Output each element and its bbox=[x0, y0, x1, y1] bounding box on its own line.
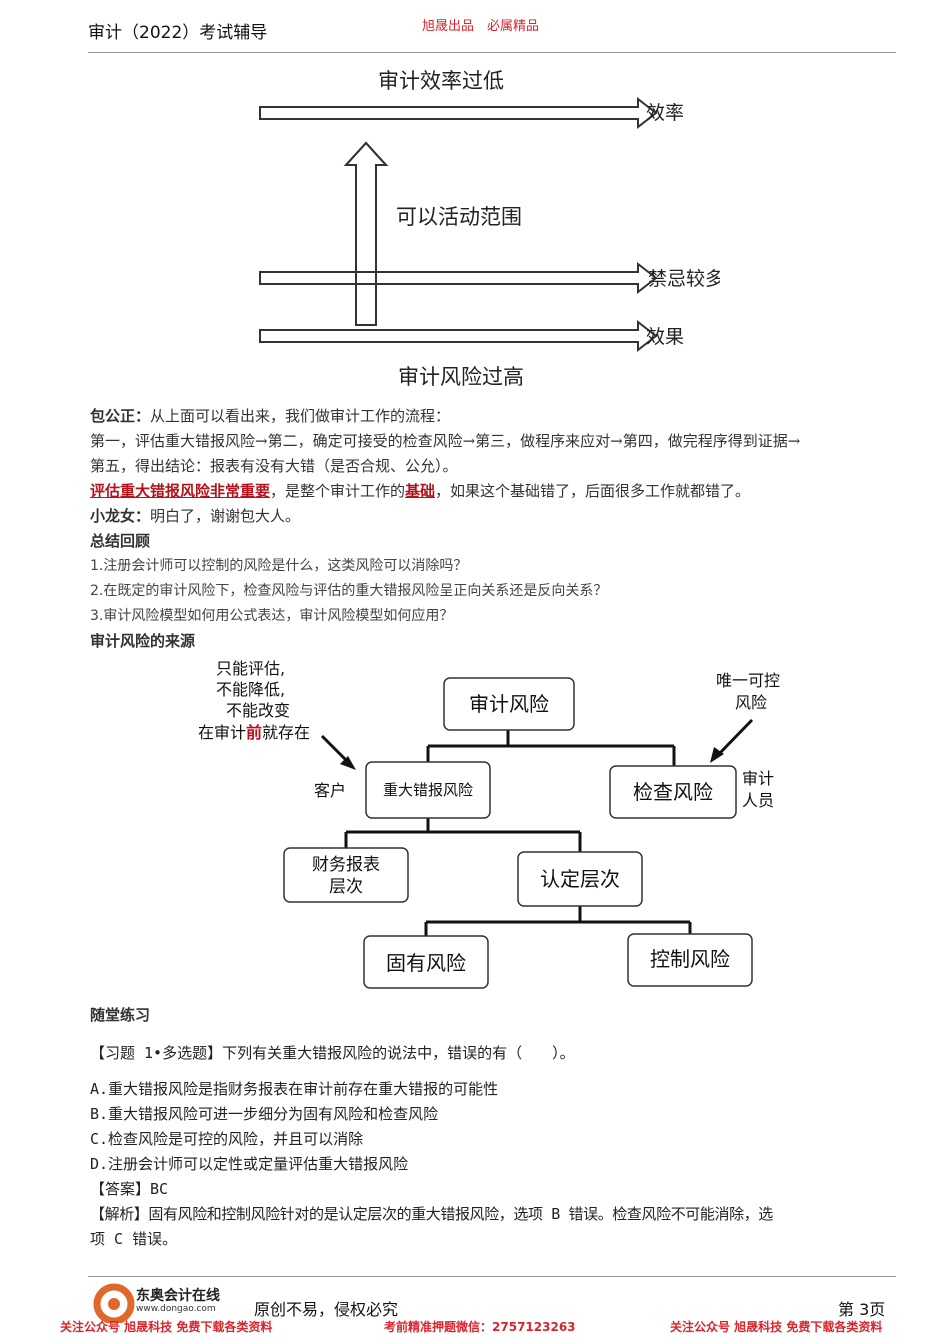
rmm-note-line-2: 不能降低, bbox=[216, 680, 285, 699]
audit-risk-box bbox=[443, 677, 575, 731]
audit-risk-label: 审计风险 bbox=[469, 692, 549, 716]
rmm-box bbox=[365, 761, 491, 819]
efficiency-arrow-label: 效率 bbox=[646, 102, 684, 124]
audit-risk-tree-diagram: 只能评估, 不能降低, 不能改变 在审计前就存在 唯一可控 风险 客户 审计 人… bbox=[198, 659, 780, 989]
summary-question-2: 2.在既定的审计风险下，检查风险与评估的重大错报风险呈正向关系还是反向关系？ bbox=[90, 583, 608, 599]
top-label: 审计效率过低 bbox=[378, 69, 504, 93]
rmm-label: 重大错报风险 bbox=[383, 781, 473, 799]
dongao-logo: 东奥会计在线 www.dongao.com bbox=[92, 1283, 242, 1323]
header-brand: 旭晟出品 必属精品 bbox=[422, 19, 540, 34]
promo-right: 关注公众号 旭晟科技 免费下载各类资料 bbox=[670, 1320, 883, 1334]
fs-level-label-1: 财务报表 bbox=[312, 855, 380, 875]
option-a: A.重大错报风险是指财务报表在审计前存在重大错报的可能性 bbox=[90, 1080, 499, 1098]
control-risk-label: 控制风险 bbox=[650, 947, 730, 971]
logo-mark-icon bbox=[93, 1283, 135, 1323]
wechat-id: 2757123263 bbox=[492, 1320, 576, 1334]
auditor-pointer-arrow bbox=[715, 718, 754, 758]
header-divider bbox=[88, 52, 896, 53]
dialogue-line-5: 小龙女：明白了，谢谢包大人。 bbox=[90, 507, 301, 525]
practice-title: 随堂练习 bbox=[90, 1006, 151, 1024]
rmm-note-line-4: 在审计前就存在 bbox=[198, 723, 310, 742]
fs-level-label-2: 层次 bbox=[329, 877, 363, 897]
summary-question-3: 3.审计风险模型如何用公式表达，审计风险模型如何应用？ bbox=[90, 608, 454, 624]
page-number: 第 3页 bbox=[838, 1300, 886, 1319]
efficiency-effect-diagram: 审计效率过低 效率 可以活动范围 禁忌较多 效果 审计风险过高 bbox=[259, 69, 720, 389]
middle-label: 可以活动范围 bbox=[396, 205, 522, 229]
option-b: B.重大错报风险可进一步细分为固有风险和检查风险 bbox=[90, 1105, 439, 1123]
option-d: D.注册会计师可以定性或定量评估重大错报风险 bbox=[90, 1155, 409, 1173]
client-label: 客户 bbox=[314, 781, 346, 800]
efficiency-arrow bbox=[259, 98, 657, 128]
tree-connectors bbox=[344, 730, 692, 936]
promo-middle: 考前精准押题微信：2757123263 bbox=[384, 1320, 576, 1334]
source-title: 审计风险的来源 bbox=[90, 632, 196, 650]
detection-note-line-1: 唯一可控 bbox=[716, 671, 780, 690]
summary-question-1: 1.注册会计师可以控制的风险是什么，这类风险可以消除吗？ bbox=[90, 558, 468, 574]
practice-question: 【习题 1•多选题】下列有关重大错报风险的说法中，错误的有（ ）。 bbox=[90, 1044, 575, 1062]
upward-arrow bbox=[343, 141, 389, 326]
detection-risk-box bbox=[609, 765, 737, 819]
taboo-arrow-label: 禁忌较多 bbox=[648, 268, 720, 290]
emphasis-foundation: 基础 bbox=[405, 482, 436, 500]
logo-name: 东奥会计在线 bbox=[136, 1288, 220, 1304]
assertion-level-box bbox=[517, 851, 643, 907]
rmm-note-line-1: 只能评估, bbox=[216, 659, 285, 678]
emphasis-assess-rmm: 评估重大错报风险非常重要 bbox=[90, 482, 271, 500]
rmm-note-line-3: 不能改变 bbox=[226, 701, 290, 720]
analysis-line-2: 项 C 错误。 bbox=[90, 1230, 178, 1248]
speaker-bao: 包公正： bbox=[90, 407, 151, 425]
dialogue-line-1: 包公正：从上面可以看出来，我们做审计工作的流程： bbox=[90, 407, 451, 425]
document-header-title: 审计（2022）考试辅导 bbox=[88, 23, 268, 43]
inherent-risk-label: 固有风险 bbox=[386, 951, 466, 975]
answer: 【答案】BC bbox=[90, 1180, 169, 1198]
option-c: C.检查风险是可控的风险，并且可以消除 bbox=[90, 1130, 364, 1148]
bottom-label: 审计风险过高 bbox=[398, 365, 524, 389]
footer-slogan: 原创不易，侵权必究 bbox=[254, 1300, 399, 1319]
footer-divider bbox=[88, 1276, 896, 1277]
summary-title: 总结回顾 bbox=[90, 532, 151, 550]
control-risk-box bbox=[627, 933, 753, 987]
dialogue-line-4: 评估重大错报风险非常重要，是整个审计工作的基础，如果这个基础错了，后面很多工作就… bbox=[90, 482, 751, 500]
detection-note-line-2: 风险 bbox=[735, 693, 767, 712]
fs-level-box bbox=[283, 847, 409, 903]
auditor-label-1: 审计 bbox=[742, 769, 774, 788]
effect-arrow-label: 效果 bbox=[646, 326, 684, 348]
inherent-risk-box bbox=[363, 935, 489, 989]
taboo-arrow bbox=[259, 263, 657, 293]
dialogue-line-2: 第一，评估重大错报风险→第二，确定可接受的检查风险→第三，做程序来应对→第四，做… bbox=[90, 432, 801, 450]
effect-arrow bbox=[259, 321, 657, 351]
assertion-level-label: 认定层次 bbox=[540, 867, 620, 891]
auditor-label-2: 人员 bbox=[742, 791, 774, 810]
promo-left: 关注公众号 旭晟科技 免费下载各类资料 bbox=[60, 1320, 273, 1334]
speaker-xiaolongnv: 小龙女： bbox=[90, 507, 151, 525]
logo-url: www.dongao.com bbox=[136, 1304, 216, 1314]
analysis-line-1: 【解析】固有风险和控制风险针对的是认定层次的重大错报风险，选项 B 错误。检查风… bbox=[90, 1205, 773, 1223]
dialogue-line-3: 第五，得出结论：报表有没有大错（是否合规、公允）。 bbox=[90, 457, 458, 475]
detection-risk-label: 检查风险 bbox=[633, 780, 713, 804]
